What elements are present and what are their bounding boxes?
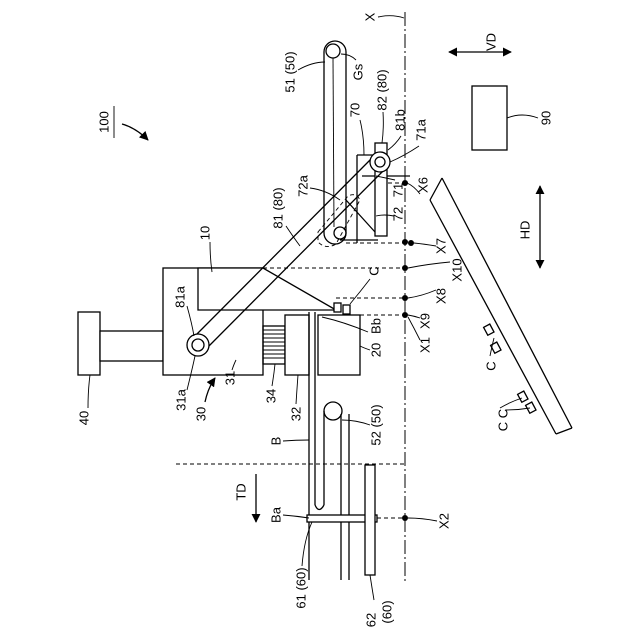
label-hd: HD bbox=[518, 221, 533, 240]
label-bb: Bb bbox=[369, 318, 384, 334]
label-40: 40 bbox=[77, 411, 92, 425]
spring-34 bbox=[263, 326, 285, 364]
label-x: X bbox=[363, 12, 378, 21]
chute bbox=[430, 178, 572, 434]
block-20 bbox=[318, 315, 360, 375]
label-51-50: 51 (50) bbox=[283, 51, 298, 92]
label-62-group: (60) bbox=[380, 600, 395, 623]
label-72a: 72a bbox=[296, 174, 311, 196]
label-td: TD bbox=[234, 483, 249, 500]
label-vd: VD bbox=[484, 33, 499, 51]
label-c-c: C C bbox=[496, 409, 511, 431]
leader-40 bbox=[88, 375, 90, 408]
label-ba: Ba bbox=[269, 506, 284, 523]
axis-points bbox=[402, 180, 414, 521]
label-c-top: C bbox=[367, 266, 382, 275]
label-34: 34 bbox=[264, 389, 279, 403]
label-81b: 81b bbox=[393, 109, 408, 131]
ref-100-arrow bbox=[122, 124, 148, 140]
leader-90 bbox=[507, 115, 538, 118]
label-30: 30 bbox=[194, 407, 209, 421]
label-72: 72 bbox=[391, 207, 406, 221]
leader-x bbox=[378, 16, 404, 18]
label-81a: 81a bbox=[173, 285, 188, 307]
conveyor-52 bbox=[315, 402, 349, 580]
label-x6: X6 bbox=[416, 177, 431, 193]
label-52-50: 52 (50) bbox=[369, 404, 384, 445]
part-10 bbox=[198, 268, 336, 310]
label-100: 100 bbox=[97, 111, 112, 133]
label-20: 20 bbox=[369, 343, 384, 357]
label-81-80: 81 (80) bbox=[271, 187, 286, 228]
label-x2: X2 bbox=[437, 513, 452, 529]
label-b: B bbox=[269, 437, 284, 446]
label-61-60: 61 (60) bbox=[294, 567, 309, 608]
plate-62 bbox=[365, 465, 375, 575]
label-71: 71 bbox=[391, 183, 406, 197]
label-31: 31 bbox=[223, 371, 238, 385]
label-x7: X7 bbox=[434, 238, 449, 254]
label-10: 10 bbox=[198, 226, 213, 240]
label-x8: X8 bbox=[434, 288, 449, 304]
label-70: 70 bbox=[348, 103, 363, 117]
strip-b bbox=[309, 312, 315, 580]
label-x10: X10 bbox=[450, 258, 465, 281]
label-gs: Gs bbox=[351, 63, 366, 80]
label-90: 90 bbox=[539, 111, 554, 125]
items-c-top bbox=[334, 303, 350, 314]
label-x1: X1 bbox=[418, 337, 433, 353]
controller-90 bbox=[472, 86, 507, 150]
label-82-80: 82 (80) bbox=[375, 69, 390, 110]
label-32: 32 bbox=[289, 407, 304, 421]
motor-40 bbox=[78, 312, 100, 375]
conveyor-51 bbox=[324, 41, 346, 244]
label-c-chute: C bbox=[484, 361, 499, 370]
motor-shaft bbox=[100, 331, 163, 361]
label-x9: X9 bbox=[418, 313, 433, 329]
label-62: 62 bbox=[364, 613, 379, 627]
block-32 bbox=[285, 315, 309, 375]
label-31a: 31a bbox=[174, 388, 189, 410]
label-71a: 71a bbox=[414, 118, 429, 140]
